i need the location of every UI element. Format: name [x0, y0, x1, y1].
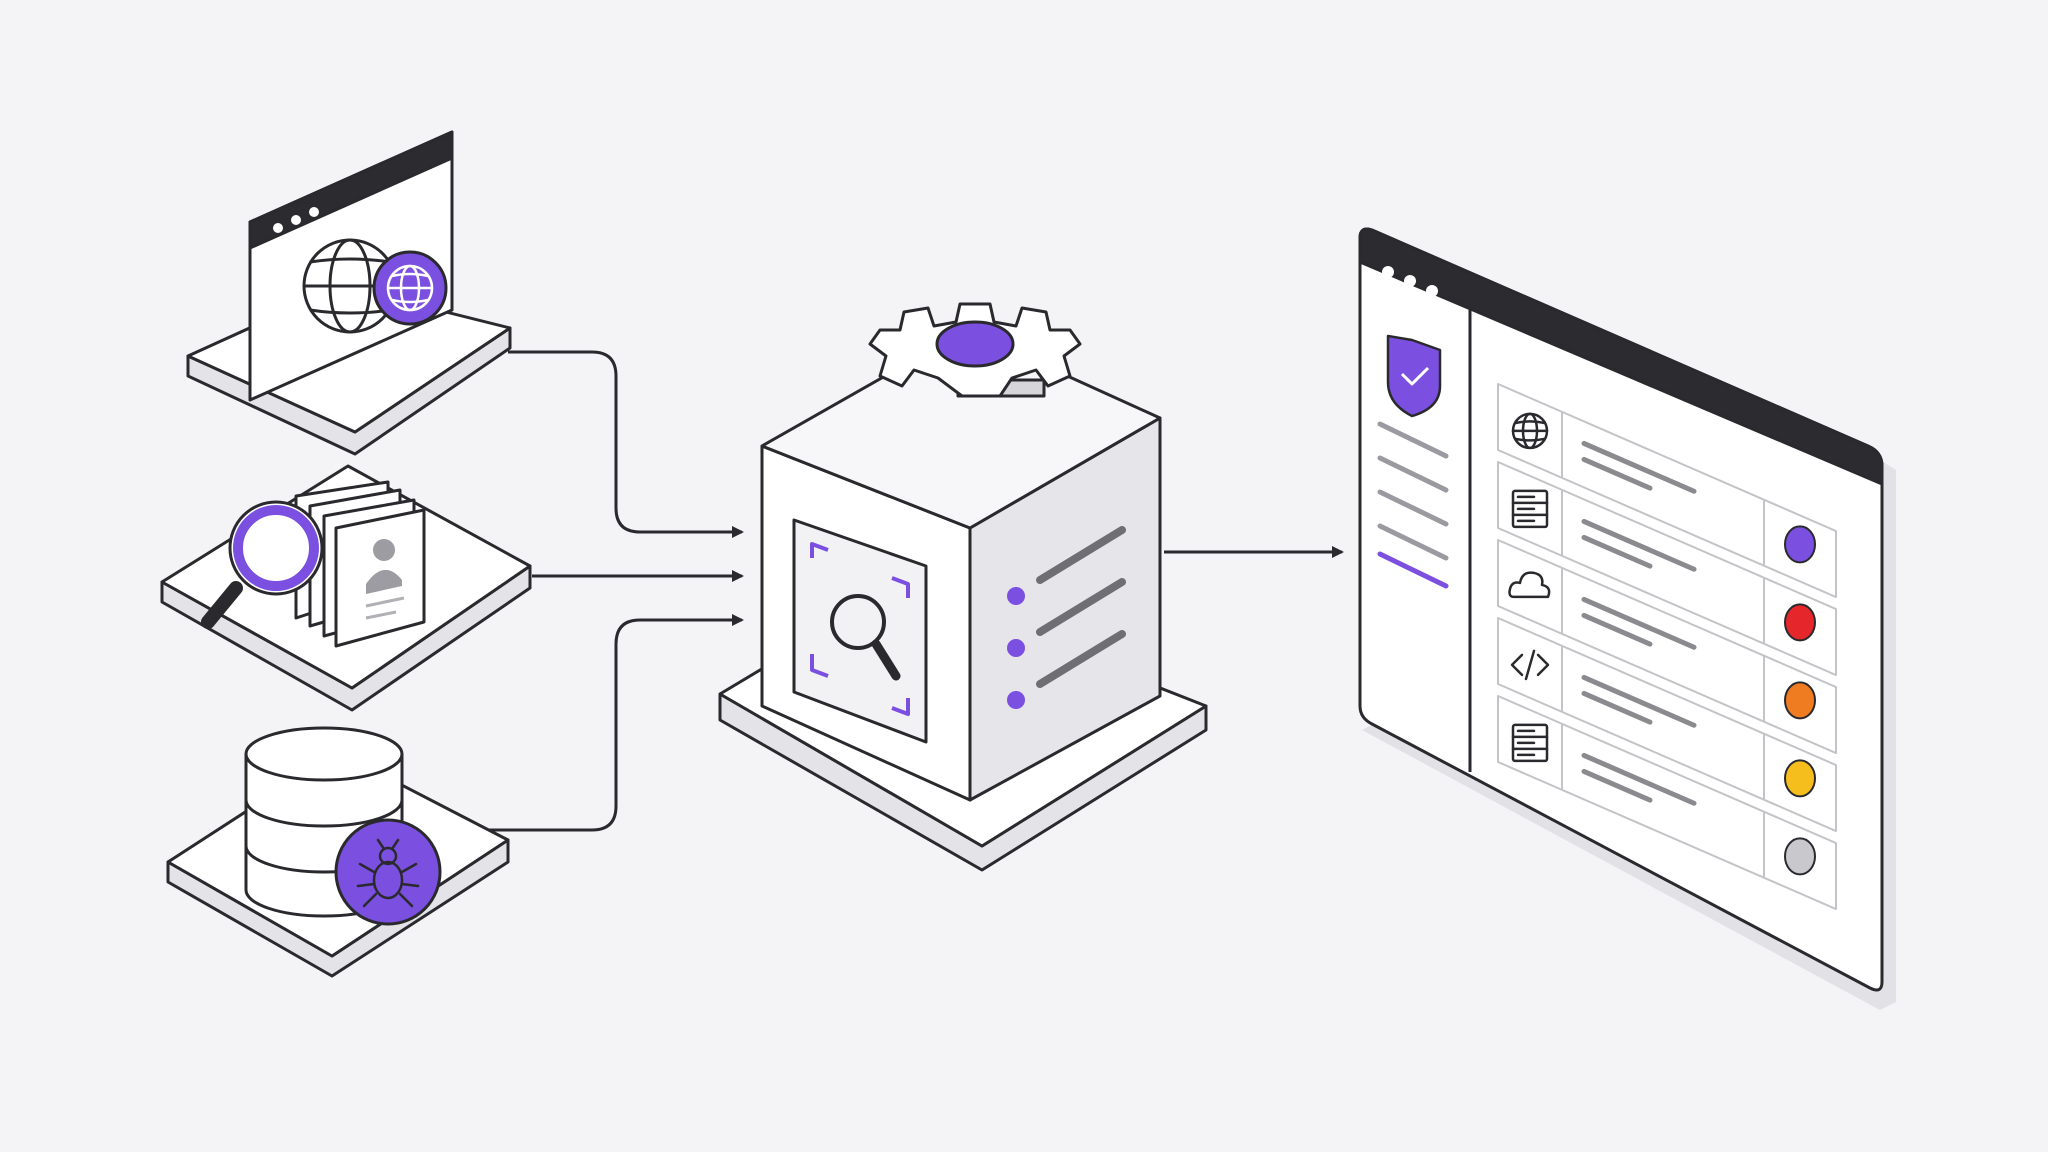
row-text-line	[1581, 456, 1653, 491]
table-row[interactable]	[1497, 383, 1837, 599]
shield-check-icon	[1386, 334, 1442, 418]
bug-icon	[356, 838, 420, 908]
connector-web-to-processor	[508, 350, 744, 538]
processor-list	[1007, 526, 1126, 709]
status-indicator	[1784, 603, 1816, 642]
dashboard-titlebar	[1358, 227, 1884, 486]
row-text-line	[1581, 752, 1697, 806]
row-text-line	[1581, 768, 1653, 803]
cloud-icon	[1508, 571, 1551, 599]
status-indicator	[1784, 759, 1816, 798]
globe-icon	[1511, 412, 1549, 450]
row-text-line	[1581, 440, 1697, 494]
list-bullet	[1007, 639, 1025, 657]
code-icon	[1510, 649, 1550, 681]
list-line	[1036, 578, 1126, 636]
source-database	[166, 726, 510, 978]
row-text-line	[1581, 612, 1653, 647]
list-line	[1036, 630, 1126, 688]
server-icon	[1511, 723, 1549, 763]
row-text-line	[1581, 690, 1653, 725]
source-records	[160, 464, 532, 712]
row-text-line	[1581, 534, 1653, 569]
dashboard	[1358, 227, 1896, 1010]
list-bullet	[1007, 587, 1025, 605]
search-panel	[792, 518, 928, 744]
connector-database-to-processor	[482, 614, 744, 832]
gear-icon	[868, 302, 1082, 398]
magnifier-icon	[201, 500, 324, 629]
table-row[interactable]	[1497, 695, 1837, 911]
table-row[interactable]	[1497, 461, 1837, 677]
bug-badge	[334, 818, 442, 926]
processor	[718, 302, 1208, 872]
sidebar-item[interactable]	[1377, 421, 1449, 459]
list-bullet	[1007, 691, 1025, 709]
row-frame	[1497, 617, 1837, 833]
row-text-line	[1581, 518, 1697, 572]
scan-corners	[810, 542, 910, 716]
server-icon	[1511, 489, 1549, 529]
table-row[interactable]	[1497, 539, 1837, 755]
sidebar-menu	[1377, 421, 1449, 589]
row-text-line	[1581, 674, 1697, 728]
status-indicator	[1784, 837, 1816, 876]
source-web	[186, 130, 512, 456]
row-text-line	[1581, 596, 1697, 650]
profile-card-lines	[365, 596, 405, 620]
sidebar-item[interactable]	[1377, 489, 1449, 527]
dashboard-rows	[1497, 383, 1837, 911]
row-frame	[1497, 461, 1837, 677]
globe-badge-icon	[386, 264, 434, 312]
status-indicator	[1784, 681, 1816, 720]
sidebar-item-active[interactable]	[1377, 551, 1449, 589]
sidebar-item[interactable]	[1377, 523, 1449, 561]
row-frame	[1497, 539, 1837, 755]
window-dots	[1382, 266, 1438, 297]
profile-card-icon	[366, 539, 402, 594]
connectors	[482, 350, 1344, 832]
status-indicator	[1784, 525, 1816, 564]
search-scan-icon	[830, 594, 901, 681]
table-row[interactable]	[1497, 617, 1837, 833]
row-frame	[1497, 695, 1837, 911]
sidebar-item[interactable]	[1377, 455, 1449, 493]
window-dots	[273, 207, 319, 233]
row-frame	[1497, 383, 1837, 599]
list-line	[1036, 526, 1126, 584]
